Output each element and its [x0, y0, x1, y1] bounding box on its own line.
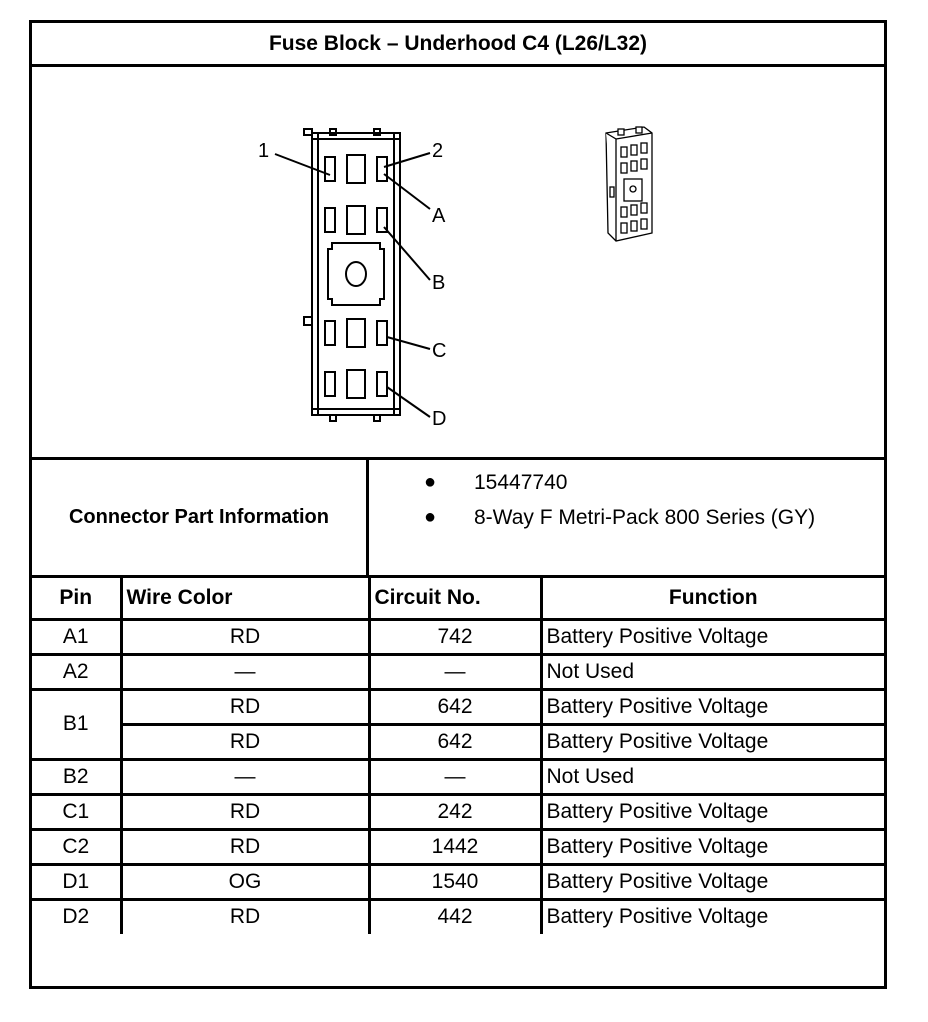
function-cell: Not Used	[539, 652, 884, 691]
bullet-icon: ●	[424, 506, 437, 528]
function-cell: Battery Positive Voltage	[539, 897, 884, 934]
function-cell: Battery Positive Voltage	[539, 862, 884, 901]
connector-part-info-values: ● 15447740 ● 8-Way F Metri-Pack 800 Seri…	[369, 460, 884, 575]
connector-isometric-view	[605, 126, 653, 242]
connector-part-info-label: Connector Part Information	[32, 460, 369, 575]
pin-cell: B1	[32, 687, 123, 761]
function-cell: Battery Positive Voltage	[539, 792, 884, 831]
pin-cell: D2	[32, 897, 123, 934]
table-row: A1 RD 742 Battery Positive Voltage	[32, 617, 884, 656]
wire-color-cell: —	[119, 652, 371, 691]
wire-color-cell: RD	[119, 897, 371, 934]
circuit-cell: —	[367, 757, 543, 796]
header-function: Function	[539, 578, 884, 621]
sheet-title: Fuse Block – Underhood C4 (L26/L32)	[32, 23, 884, 67]
callout-b: B	[432, 272, 445, 294]
function-cell: Not Used	[539, 757, 884, 796]
table-row: A2 — — Not Used	[32, 652, 884, 691]
function-cell: Battery Positive Voltage	[539, 722, 884, 761]
circuit-cell: —	[367, 652, 543, 691]
callout-a: A	[432, 205, 446, 227]
pin-cell: D1	[32, 862, 123, 901]
table-row: C2 RD 1442 Battery Positive Voltage	[32, 827, 884, 866]
bullet-icon: ●	[424, 471, 437, 493]
table-header-row: Pin Wire Color Circuit No. Function	[32, 578, 884, 621]
circuit-cell: 442	[367, 897, 543, 934]
pin-cell: B2	[32, 757, 123, 796]
circuit-cell: 742	[367, 617, 543, 656]
connector-diagram: 1 2 A B C D	[32, 67, 884, 460]
info-item: ● 8-Way F Metri-Pack 800 Series (GY)	[369, 506, 884, 536]
function-cell: Battery Positive Voltage	[539, 617, 884, 656]
table-row: RD 642 Battery Positive Voltage	[32, 722, 884, 761]
table-row: B2 — — Not Used	[32, 757, 884, 796]
wire-color-cell: RD	[119, 617, 371, 656]
circuit-cell: 642	[367, 722, 543, 761]
circuit-cell: 1540	[367, 862, 543, 901]
wire-color-cell: OG	[119, 862, 371, 901]
circuit-cell: 1442	[367, 827, 543, 866]
wire-color-cell: —	[119, 757, 371, 796]
header-pin: Pin	[32, 578, 123, 621]
pin-cell: C2	[32, 827, 123, 866]
header-circuit: Circuit No.	[367, 578, 543, 621]
table-row: C1 RD 242 Battery Positive Voltage	[32, 792, 884, 831]
callout-d: D	[432, 408, 446, 430]
connector-face-drawing: 1 2 A B C D	[258, 126, 653, 430]
wire-color-cell: RD	[119, 687, 371, 726]
wire-color-cell: RD	[121, 722, 371, 761]
header-wire-color: Wire Color	[119, 578, 371, 621]
connector-description: 8-Way F Metri-Pack 800 Series (GY)	[474, 506, 816, 529]
wire-color-cell: RD	[119, 827, 371, 866]
connector-sheet: Fuse Block – Underhood C4 (L26/L32)	[29, 20, 887, 989]
part-number: 15447740	[474, 471, 568, 494]
pinout-table: Pin Wire Color Circuit No. Function A1 R…	[32, 578, 884, 934]
callout-1: 1	[258, 140, 269, 162]
info-item: ● 15447740	[369, 471, 884, 501]
table-row: D2 RD 442 Battery Positive Voltage	[32, 897, 884, 934]
circuit-cell: 242	[367, 792, 543, 831]
callout-c: C	[432, 340, 446, 362]
circuit-cell: 642	[367, 687, 543, 726]
pin-cell: A1	[32, 617, 123, 656]
wire-color-cell: RD	[119, 792, 371, 831]
callout-2: 2	[432, 140, 443, 162]
table-row: D1 OG 1540 Battery Positive Voltage	[32, 862, 884, 901]
pin-cell: A2	[32, 652, 123, 691]
function-cell: Battery Positive Voltage	[539, 687, 884, 726]
connector-part-info: Connector Part Information ● 15447740 ● …	[32, 460, 884, 578]
function-cell: Battery Positive Voltage	[539, 827, 884, 866]
table-row: B1 RD 642 Battery Positive Voltage	[32, 687, 884, 761]
pin-cell: C1	[32, 792, 123, 831]
